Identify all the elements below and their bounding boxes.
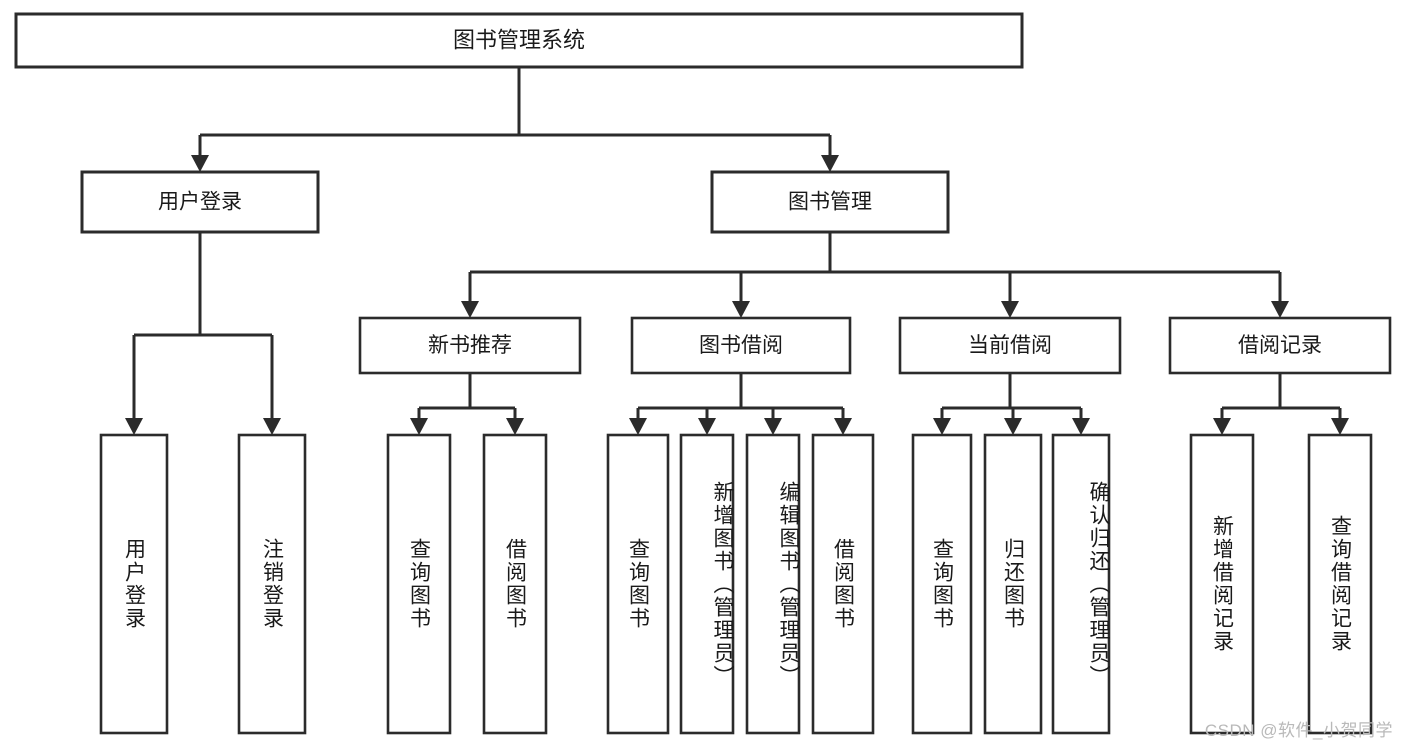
node-box-leaf-query-book-1[interactable] xyxy=(386,433,452,735)
node-label-book-borrow: 图书借阅 xyxy=(699,334,783,357)
arrow-head-icon-root-0 xyxy=(191,155,209,172)
node-label-borrow-record: 借阅记录 xyxy=(1238,334,1322,357)
watermark-text: CSDN @软件_小贺同学 xyxy=(1204,721,1393,740)
arrow-head-icon-group-0-1 xyxy=(506,418,524,435)
arrow-head-icon-user-login-1 xyxy=(263,418,281,435)
arrow-head-icon-group-1-1 xyxy=(698,418,716,435)
node-box-leaf-query-book-2[interactable] xyxy=(606,433,670,735)
node-box-root[interactable] xyxy=(14,12,1024,69)
node-box-leaf-add-book[interactable] xyxy=(679,433,735,735)
arrow-head-icon-group-3-0 xyxy=(1213,418,1231,435)
node-box-user-login[interactable] xyxy=(80,170,320,234)
arrow-head-icon-user-login-0 xyxy=(125,418,143,435)
node-label-new-book-rec: 新书推荐 xyxy=(428,334,512,357)
node-box-new-book-rec[interactable] xyxy=(358,316,582,375)
node-box-leaf-return-book[interactable] xyxy=(983,433,1043,735)
node-box-leaf-logout[interactable] xyxy=(237,433,307,735)
node-box-leaf-borrow-book-1[interactable] xyxy=(482,433,548,735)
node-box-current-borrow[interactable] xyxy=(898,316,1122,375)
arrow-head-icon-group-2-0 xyxy=(933,418,951,435)
node-box-book-manage[interactable] xyxy=(710,170,950,234)
node-box-leaf-query-book-3[interactable] xyxy=(911,433,973,735)
node-box-leaf-confirm-return[interactable] xyxy=(1051,433,1111,735)
node-box-leaf-user-login[interactable] xyxy=(99,433,169,735)
arrow-head-icon-group-1-3 xyxy=(834,418,852,435)
node-label-book-manage: 图书管理 xyxy=(788,191,872,214)
node-box-leaf-borrow-book-2[interactable] xyxy=(811,433,875,735)
arrow-head-icon-group-2-2 xyxy=(1072,418,1090,435)
boxes-layer xyxy=(14,12,1392,735)
node-box-book-borrow[interactable] xyxy=(630,316,852,375)
arrow-head-icon-book-manage-1 xyxy=(732,301,750,318)
arrow-head-icon-group-1-2 xyxy=(764,418,782,435)
arrow-head-icon-book-manage-2 xyxy=(1001,301,1019,318)
node-label-user-login: 用户登录 xyxy=(158,191,242,214)
node-box-leaf-add-record[interactable] xyxy=(1189,433,1255,735)
arrow-head-icon-group-3-1 xyxy=(1331,418,1349,435)
arrow-head-icon-group-1-0 xyxy=(629,418,647,435)
node-box-leaf-edit-book[interactable] xyxy=(745,433,801,735)
connectors-layer xyxy=(125,67,1349,435)
arrow-head-icon-root-1 xyxy=(821,155,839,172)
node-box-borrow-record[interactable] xyxy=(1168,316,1392,375)
arrow-head-icon-book-manage-3 xyxy=(1271,301,1289,318)
node-label-current-borrow: 当前借阅 xyxy=(968,334,1052,357)
arrow-head-icon-book-manage-0 xyxy=(461,301,479,318)
arrow-head-icon-group-2-1 xyxy=(1004,418,1022,435)
node-label-root: 图书管理系统 xyxy=(453,27,585,52)
arrow-head-icon-group-0-0 xyxy=(410,418,428,435)
node-box-leaf-query-record[interactable] xyxy=(1307,433,1373,735)
